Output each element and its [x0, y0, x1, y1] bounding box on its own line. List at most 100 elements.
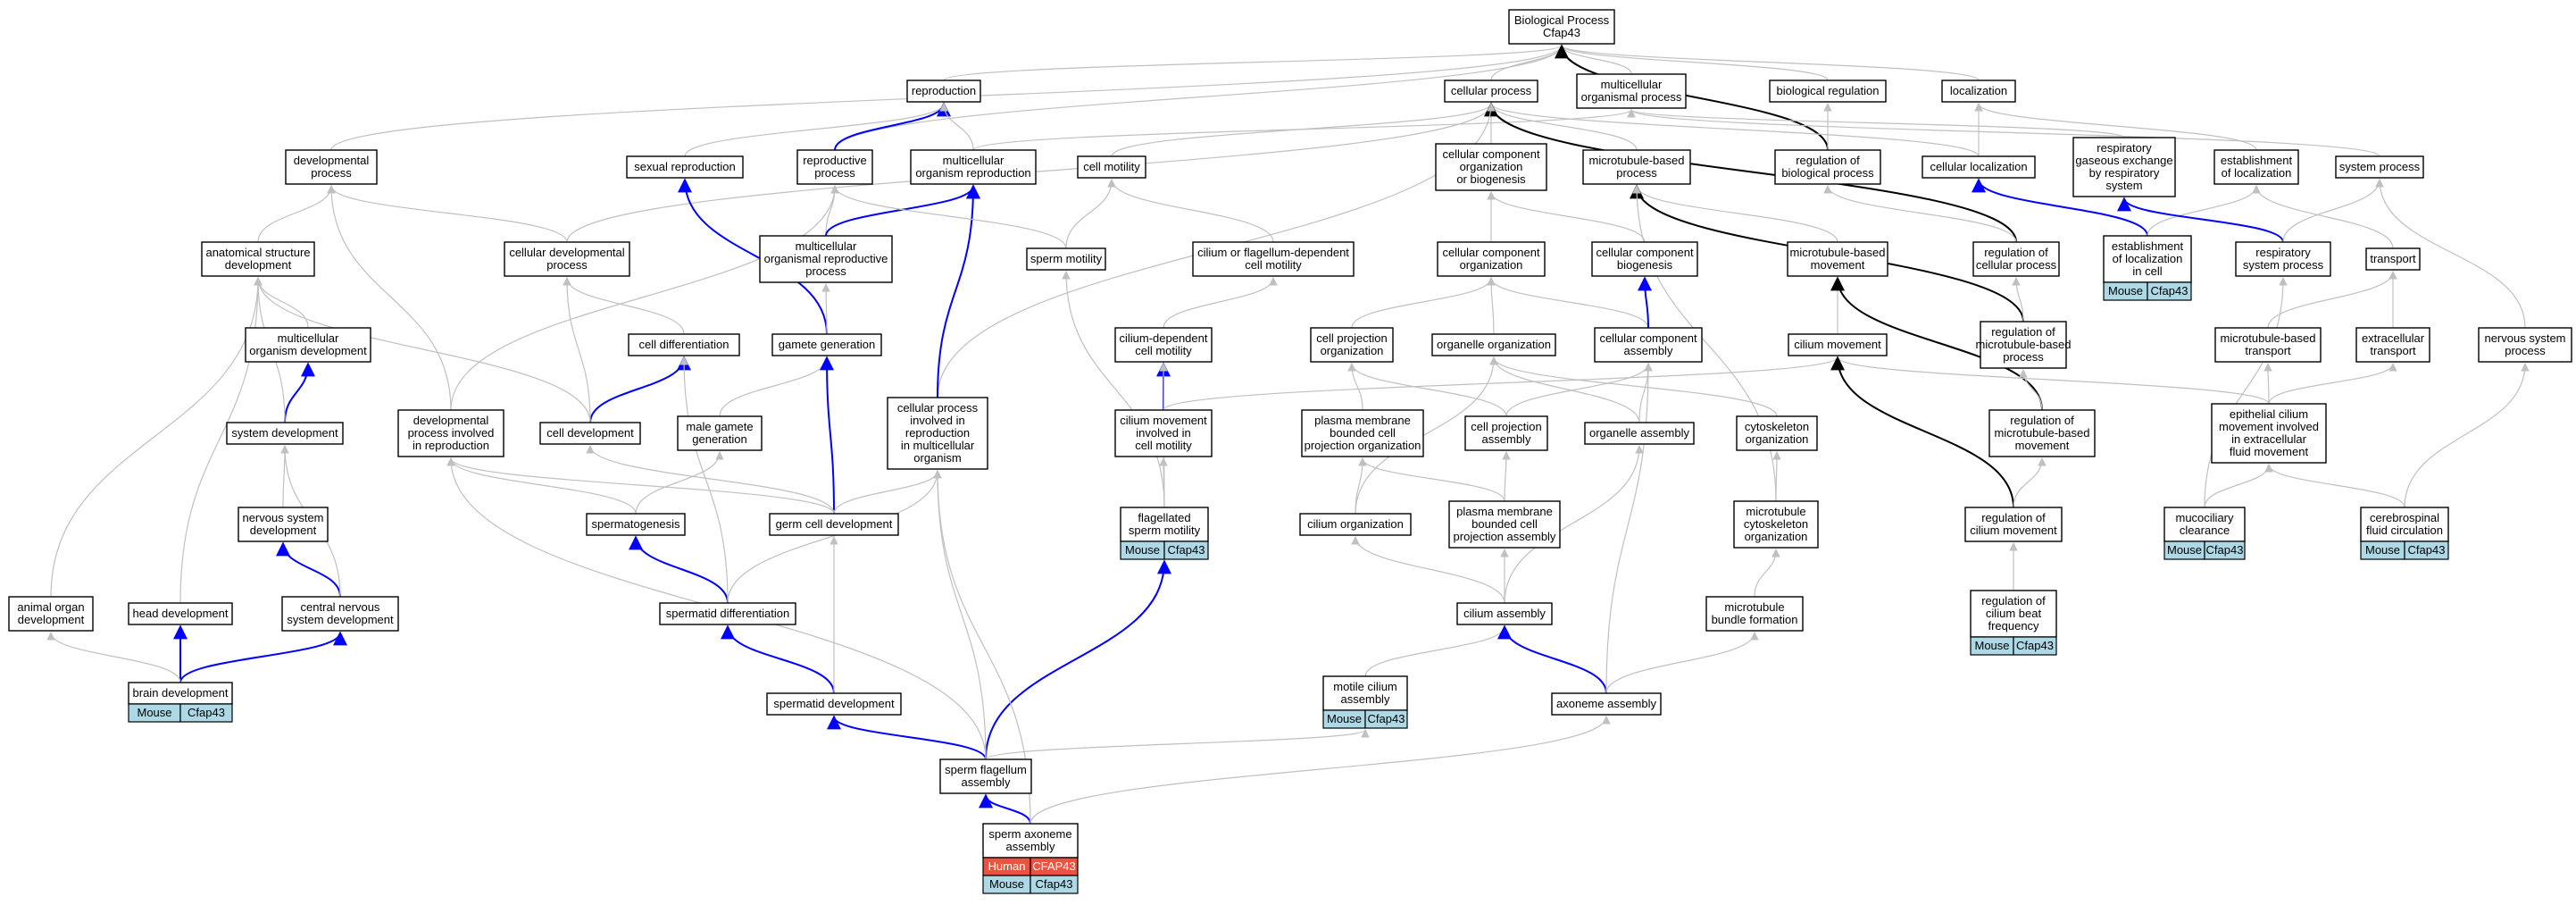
node-label-line: process [311, 166, 352, 180]
go-term-node-system-process[interactable]: system process [2335, 155, 2424, 179]
gene-cell [2204, 540, 2246, 560]
go-term-node-biological-regulation[interactable]: biological regulation [1769, 80, 1887, 103]
node-label-line: respiratory [2255, 246, 2311, 259]
go-term-node-cilium-movement[interactable]: cilium movement [1788, 333, 1888, 356]
go-term-node-cilium-assembly[interactable]: cilium assembly [1456, 602, 1553, 625]
go-term-node-spermatid-development[interactable]: spermatid development [766, 692, 902, 716]
go-term-node-cell-differentiation[interactable]: cell differentiation [628, 333, 740, 356]
go-term-node-cell-development[interactable]: cell development [539, 422, 641, 445]
node-label-line: microtubule-based [2221, 331, 2316, 345]
edge-regulation-of-microtubule-based-movement-to-regulation-of-microtubule-based-process [2019, 369, 2043, 411]
go-term-node-sperm-motility[interactable]: sperm motility [1026, 247, 1106, 271]
node-label-line: cellular component [1599, 331, 1697, 345]
node-label-line: bounded cell [1330, 426, 1396, 440]
go-term-node-organelle-assembly[interactable]: organelle assembly [1584, 422, 1695, 445]
node-label-line: cellular process [1976, 258, 2057, 272]
go-term-node-sexual-reproduction[interactable]: sexual reproduction [626, 155, 744, 179]
go-term-node-spermatid-differentiation[interactable]: spermatid differentiation [659, 602, 796, 625]
node-label-line: animal organ [17, 600, 84, 614]
go-term-node-cell-motility[interactable]: cell motility [1077, 155, 1146, 179]
go-term-node-cilium-organization[interactable]: cilium organization [1299, 513, 1412, 536]
go-term-node-cellular-localization[interactable]: cellular localization [1922, 155, 2036, 179]
edge-plasma-membrane-bounded-cell-projection-assembly-to-cell-projection-assembly [1502, 451, 1511, 502]
go-term-node-spermatogenesis[interactable]: spermatogenesis [586, 513, 686, 536]
edge-sperm-motility-to-cell-motility [1065, 179, 1116, 249]
go-term-node-axoneme-assembly[interactable]: axoneme assembly [1551, 692, 1662, 716]
go-term-node-gamete-generation[interactable]: gamete generation [771, 333, 882, 356]
edge-cell-development-to-cellular-developmental-process [563, 277, 591, 423]
edge-central-nervous-system-development-to-nervous-system-development [276, 541, 341, 598]
node-box [1444, 80, 1538, 103]
go-term-node-transport[interactable]: transport [2365, 247, 2421, 271]
go-term-node-cellular-process[interactable]: cellular process [1444, 80, 1538, 103]
go-term-node-head-development[interactable]: head development [128, 602, 233, 625]
edge-respiratory-system-process-to-respiratory-gas-exchange [2117, 197, 2284, 243]
edge-brain-development-to-central-nervous-system-development [179, 631, 347, 683]
edge-cell-projection-assembly-to-cell-projection-organization [1347, 363, 1507, 417]
node-label-line: projection assembly [1454, 530, 1556, 543]
edge-reproduction-to-root [943, 45, 1566, 81]
edge-motile-cilium-assembly-to-cilium-assembly [1364, 625, 1509, 677]
go-term-node-reproduction[interactable]: reproduction [906, 80, 981, 103]
go-term-node-organelle-organization[interactable]: organelle organization [1431, 333, 1556, 356]
go-term-node-germ-cell-development[interactable]: germ cell development [769, 513, 899, 536]
go-term-node-localization[interactable]: localization [1941, 80, 2016, 103]
edge-regulation-of-microtubule-based-movement-to-microtubule-based-movement [1830, 276, 2043, 411]
go-term-node-system-development[interactable]: system development [226, 422, 344, 445]
node-label-line: motile cilium [1333, 680, 1397, 693]
edge-developmental-process-involved-in-reproduction-to-developmental-process [327, 185, 452, 411]
